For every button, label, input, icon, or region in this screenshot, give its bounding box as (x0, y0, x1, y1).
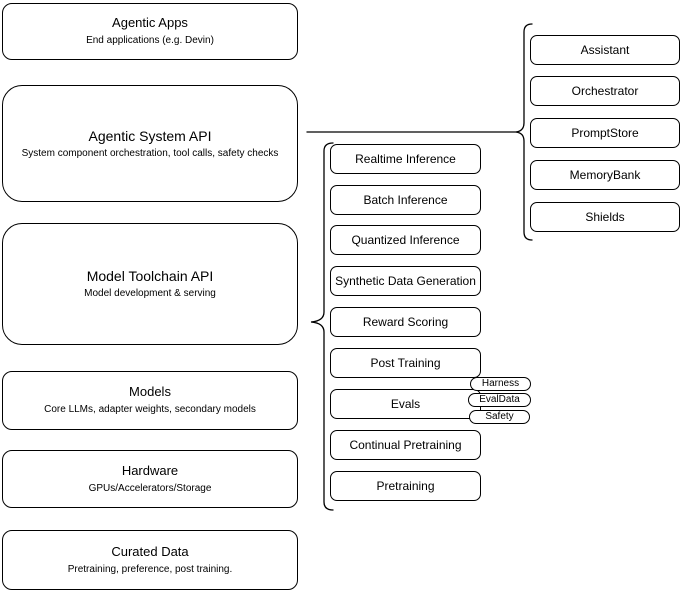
layer-subtitle: Core LLMs, adapter weights, secondary mo… (44, 404, 256, 416)
toolchain-label: Synthetic Data Generation (335, 274, 476, 288)
evals-tag-evaldata: EvalData (468, 393, 531, 407)
toolchain-box-synthetic-data-generation: Synthetic Data Generation (330, 266, 481, 296)
layer-subtitle: End applications (e.g. Devin) (86, 35, 214, 47)
toolchain-label: Evals (390, 397, 421, 411)
layer-title: Models (129, 384, 171, 400)
toolchain-box-continual-pretraining: Continual Pretraining (330, 430, 481, 460)
toolchain-box-post-training: Post Training (330, 348, 481, 378)
layer-subtitle: Model development & serving (84, 288, 216, 300)
toolchain-box-realtime-inference: Realtime Inference (330, 144, 481, 174)
layer-title: Hardware (121, 462, 179, 478)
layer-subtitle: System component orchestration, tool cal… (21, 147, 279, 159)
layer-subtitle: GPUs/Accelerators/Storage (88, 482, 212, 494)
system-box-memorybank: MemoryBank (530, 160, 680, 190)
toolchain-label: Reward Scoring (362, 315, 449, 329)
toolchain-label: Continual Pretraining (349, 438, 462, 452)
layer-title: Model Toolchain API (86, 268, 214, 285)
system-box-promptstore: PromptStore (530, 118, 680, 148)
layer-box-curated-data: Curated Data Pretraining, preference, po… (2, 530, 298, 590)
layer-title: Agentic System API (88, 127, 212, 144)
toolchain-label: Pretraining (376, 479, 435, 493)
system-label: MemoryBank (569, 168, 641, 182)
system-label: Shields (585, 210, 625, 224)
layer-title: Agentic Apps (112, 15, 188, 31)
layer-subtitle: Pretraining, preference, post training. (67, 563, 233, 575)
evals-tag-label: Safety (485, 411, 514, 422)
toolchain-box-evals: Evals (330, 389, 481, 419)
layer-title: Curated Data (111, 543, 189, 559)
evals-tag-harness: Harness (470, 377, 531, 391)
system-box-orchestrator: Orchestrator (530, 76, 680, 106)
toolchain-group-brace (310, 142, 334, 511)
evals-tag-label: Harness (481, 378, 520, 389)
layer-box-agentic-system-api: Agentic System API System component orch… (2, 85, 298, 202)
toolchain-box-quantized-inference: Quantized Inference (330, 225, 481, 255)
evals-tag-safety: Safety (469, 410, 530, 424)
layer-box-agentic-apps: Agentic Apps End applications (e.g. Devi… (2, 3, 298, 60)
system-label: Assistant (580, 43, 630, 57)
system-box-shields: Shields (530, 202, 680, 232)
toolchain-box-reward-scoring: Reward Scoring (330, 307, 481, 337)
system-label: PromptStore (571, 126, 639, 140)
toolchain-box-batch-inference: Batch Inference (330, 185, 481, 215)
toolchain-label: Batch Inference (363, 193, 448, 207)
system-box-assistant: Assistant (530, 35, 680, 65)
layer-box-model-toolchain-api: Model Toolchain API Model development & … (2, 223, 298, 345)
toolchain-label: Realtime Inference (355, 152, 456, 166)
evals-tag-label: EvalData (479, 394, 520, 405)
layer-box-hardware: Hardware GPUs/Accelerators/Storage (2, 450, 298, 508)
toolchain-box-pretraining: Pretraining (330, 471, 481, 501)
system-group-brace (515, 23, 533, 241)
layer-box-models: Models Core LLMs, adapter weights, secon… (2, 371, 298, 430)
toolchain-label: Post Training (370, 356, 441, 370)
system-label: Orchestrator (571, 84, 639, 98)
toolchain-label: Quantized Inference (351, 233, 460, 247)
